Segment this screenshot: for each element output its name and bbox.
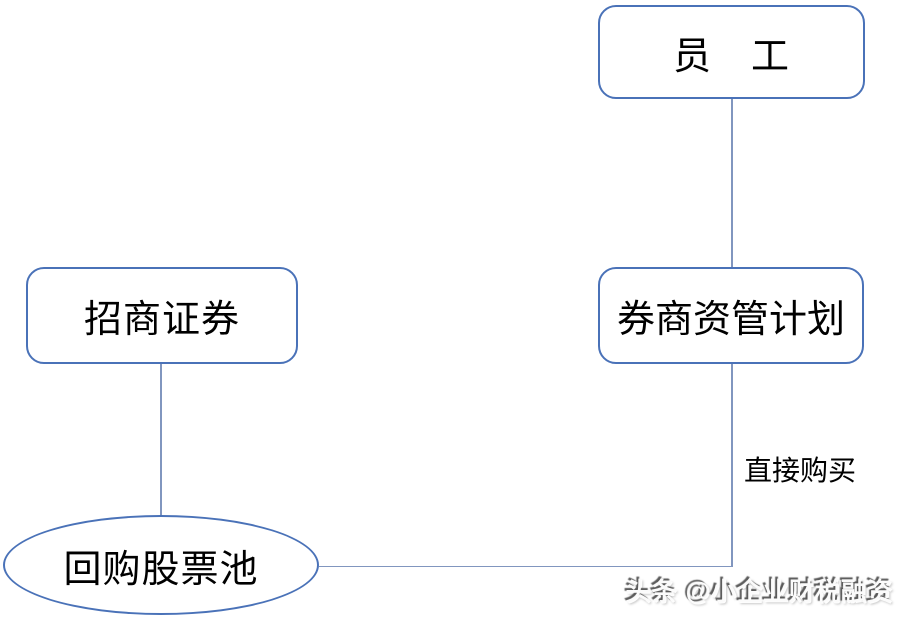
connector-plan-down-segment <box>731 364 733 567</box>
edge-label-direct-purchase: 直接购买 <box>744 455 857 486</box>
connector-plan-to-pool-horizontal <box>319 565 731 567</box>
connector-employee-to-plan <box>731 99 733 267</box>
node-buyback-stock-pool-label: 回购股票池 <box>63 548 259 591</box>
node-employee: 员 工 <box>598 5 865 99</box>
watermark-text: 头条 @小企业财税融资 <box>625 578 893 606</box>
node-china-merchants-securities-label: 招商证券 <box>83 299 240 341</box>
node-broker-asset-mgmt-plan-label: 券商资管计划 <box>616 299 845 341</box>
node-china-merchants-securities: 招商证券 <box>26 267 298 364</box>
node-broker-asset-mgmt-plan: 券商资管计划 <box>598 267 864 364</box>
node-buyback-stock-pool: 回购股票池 <box>3 515 319 615</box>
connector-securities-to-pool <box>160 364 162 515</box>
node-employee-label: 员 工 <box>672 35 790 78</box>
